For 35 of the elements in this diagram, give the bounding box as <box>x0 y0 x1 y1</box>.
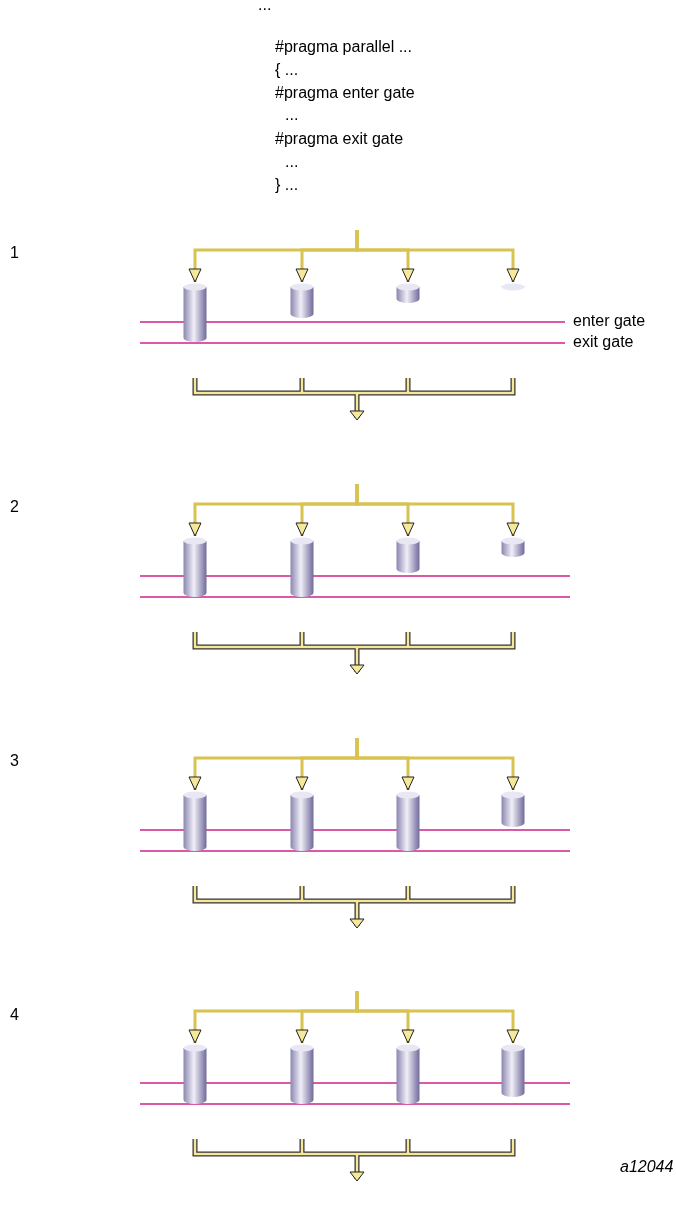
cylinder <box>290 1044 314 1105</box>
code-line: { ... <box>275 61 299 79</box>
arrow <box>355 230 520 283</box>
step-number: 4 <box>10 1006 19 1024</box>
cylinder <box>183 283 207 343</box>
code-line: #pragma exit gate <box>275 130 404 148</box>
arrow <box>355 484 520 537</box>
cylinder <box>396 1044 420 1105</box>
step-number: 2 <box>10 498 19 516</box>
code-line: #pragma parallel ... <box>275 38 412 56</box>
code-line: ... <box>285 153 299 171</box>
code-line: ... <box>258 0 272 14</box>
cylinder <box>396 283 420 304</box>
code-line: #pragma enter gate <box>275 84 415 102</box>
cylinder <box>290 791 314 852</box>
cylinder <box>501 537 525 558</box>
cylinder <box>183 1044 207 1105</box>
arrow <box>355 991 520 1044</box>
gate-label: enter gate <box>573 312 646 330</box>
step-number: 3 <box>10 752 19 770</box>
cylinder <box>501 283 525 291</box>
cylinder <box>290 537 314 598</box>
cylinder <box>501 791 525 828</box>
figure-id: a12044 <box>620 1158 674 1176</box>
cylinder <box>183 791 207 852</box>
step-number: 1 <box>10 244 19 262</box>
cylinder <box>501 1044 525 1098</box>
code-line: ... <box>285 106 299 124</box>
cylinder <box>396 537 420 574</box>
gate-label: exit gate <box>573 333 634 351</box>
arrow <box>355 738 520 791</box>
code-line: } ... <box>275 176 299 194</box>
cylinder <box>290 283 314 319</box>
cylinder <box>183 537 207 598</box>
cylinder <box>396 791 420 852</box>
